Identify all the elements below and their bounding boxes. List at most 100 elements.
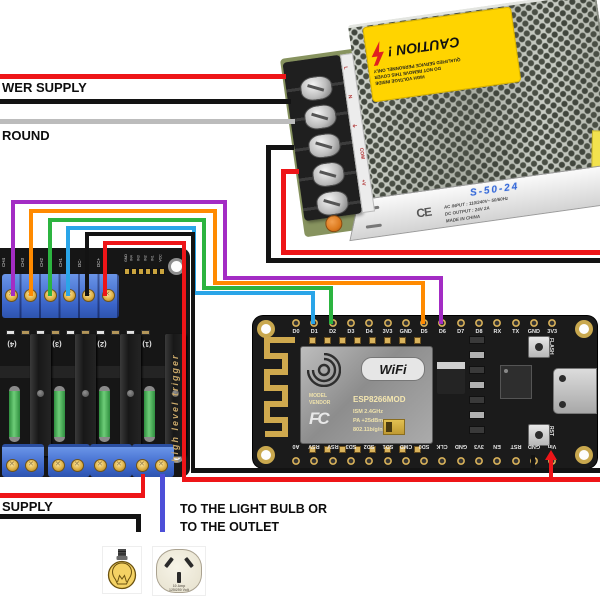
nodemcu-pin-top-TX (511, 319, 520, 327)
wire-in1-cyan (66, 226, 196, 230)
module-pad (309, 337, 316, 344)
nodemcu-pin-bottom-RSV (328, 457, 337, 465)
relay-fuse-1 (144, 386, 155, 442)
nodemcu-pin-label-D6: D6 (438, 329, 446, 335)
vendor-line: VENDOR (309, 399, 331, 406)
nodemcu-pin-top-D7 (456, 319, 465, 327)
ssr-relay-1 (165, 334, 186, 456)
module-pad (354, 446, 361, 453)
wire-psu-plusv-red (281, 169, 286, 255)
nodemcu-pin-bottom-RST (511, 457, 520, 465)
smd-component (21, 330, 30, 335)
wire-supply-hook-black (0, 514, 141, 519)
outlet-slot (177, 572, 181, 583)
smd-part (469, 396, 485, 404)
wifi-logo: WiFi (361, 357, 425, 381)
wire-out-live-red (0, 493, 145, 498)
rst-button[interactable] (528, 424, 550, 446)
nodemcu-pin-top-GND (529, 319, 538, 327)
wire-in1-cyan (192, 291, 315, 295)
nodemcu-mounting-hole (575, 320, 593, 338)
wire-dc-minus-black (191, 468, 600, 473)
wire-ac-ground-gray (0, 119, 295, 124)
ssr-relay-2 (120, 334, 141, 456)
load-label-line1: TO THE LIGHT BULB OR (180, 502, 327, 516)
wire-out-live-red (141, 474, 145, 497)
ssr-relay-3 (75, 334, 96, 456)
relay-fuse-3 (54, 386, 65, 442)
wire-in4-purple (223, 200, 227, 280)
wire-supply-hook-black (136, 514, 141, 532)
module-model-text: ESP8266MOD (353, 395, 406, 404)
nodemcu-pin-bottom-CLK (438, 457, 447, 465)
wire-in3-orange (29, 209, 217, 213)
nodemcu-pin-bottom-SD0 (420, 457, 429, 465)
nodemcu-pin-label-D7: D7 (457, 329, 465, 335)
relay-output-screw (136, 459, 149, 472)
smd-component (66, 330, 75, 335)
smd-part (469, 366, 485, 374)
relay-output-screw (52, 459, 65, 472)
load-label-line2: TO THE OUTLET (180, 520, 280, 534)
module-pad (399, 446, 406, 453)
ssr-relay-4 (30, 334, 51, 456)
module-pad (324, 337, 331, 344)
smd-part (469, 426, 485, 434)
wire-psu-com-black (266, 145, 271, 263)
nodemcu-pin-label-D5: D5 (420, 329, 428, 335)
esp8266-shield: WiFi MODEL VENDOR ESP8266MOD FC ISM 2.4G… (300, 346, 433, 444)
smd-component (6, 330, 15, 335)
relay-output-pair-4 (2, 444, 44, 477)
nodemcu-pin-top-3V3 (383, 319, 392, 327)
wire-in3-orange (421, 281, 425, 324)
nodemcu-pin-label-D2: D2 (329, 329, 337, 335)
wire-out-blue (160, 474, 165, 532)
module-vendor-text: MODEL VENDOR (309, 393, 330, 406)
power-supply-unit: HIGH VOLTAGE INSIDE DO NOT REMOVE THIS C… (277, 0, 600, 248)
nodemcu-pin-top-RX (493, 319, 502, 327)
wire-in1-cyan (66, 226, 70, 296)
psu-caution-label: HIGH VOLTAGE INSIDE DO NOT REMOVE THIS C… (362, 6, 522, 103)
wire-ac-live-red (0, 74, 286, 79)
wire-in4-purple (223, 276, 443, 280)
wire-psu-com-black (266, 258, 600, 263)
power-outlet-icon: 10 Amp 125/250 Volt (152, 546, 206, 596)
module-pad (369, 446, 376, 453)
module-pad (339, 446, 346, 453)
wire-in3-orange (213, 209, 217, 285)
wire-psu-plusv-red (281, 250, 600, 255)
nodemcu-pin-top-D0 (292, 319, 300, 327)
usb-uart-chip (500, 365, 532, 399)
wire-dc-plus-red (549, 459, 553, 479)
nodemcu-pin-bottom-EN (493, 457, 502, 465)
antenna-swirl-icon (307, 353, 341, 387)
flash-button[interactable] (528, 336, 550, 358)
power-supply-label: WER SUPPLY (2, 80, 87, 95)
smd-component (96, 330, 105, 335)
nodemcu-pin-label-3V3: 3V3 (547, 329, 558, 335)
wire-psu-com-black (266, 145, 294, 150)
module-pad (369, 337, 376, 344)
wire-in4-purple (11, 200, 15, 296)
relay-output-pair-1 (132, 444, 174, 477)
wire-dc-plus-red (182, 241, 186, 481)
relay-output-screw (155, 459, 168, 472)
nodemcu-pin-label-D8: D8 (475, 329, 483, 335)
wire-in4-purple (439, 276, 443, 324)
module-pad (414, 337, 421, 344)
smd-part (469, 411, 485, 419)
nodemcu-pin-bottom-GND (456, 457, 465, 465)
nodemcu-pin-label-D0: D0 (292, 329, 300, 335)
wire-in1-cyan (311, 291, 315, 324)
nodemcu-esp8266-board: WiFi MODEL VENDOR ESP8266MOD FC ISM 2.4G… (253, 316, 597, 468)
relay-header-pin-GND (124, 268, 130, 275)
smd-component (51, 330, 60, 335)
module-pad (414, 446, 421, 453)
relay-header-pin-IN2 (145, 268, 151, 275)
nodemcu-mounting-hole (575, 446, 593, 464)
module-spec: PA +25dBm (353, 418, 384, 424)
smd-part (469, 381, 485, 389)
nodemcu-pin-bottom-SD2 (365, 457, 374, 465)
